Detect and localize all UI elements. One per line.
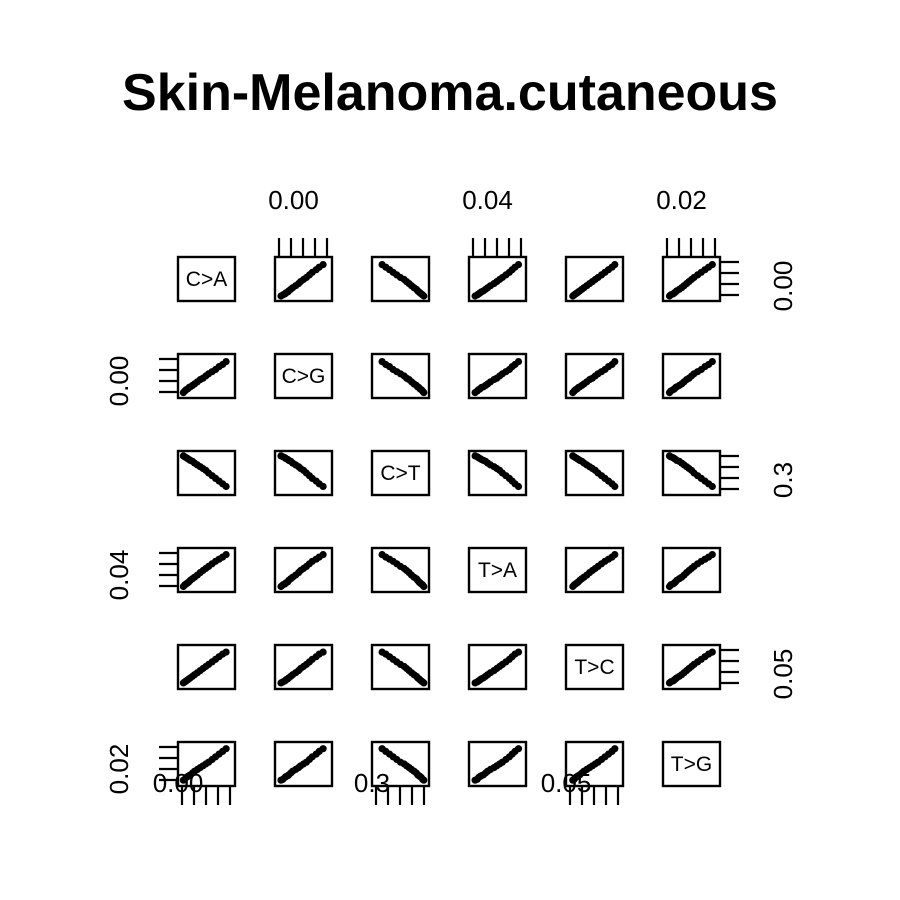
tick-label-left: 0.04 xyxy=(104,550,134,601)
tick-label-bottom: 0.00 xyxy=(153,768,204,798)
panel-T>G-vs-C>G xyxy=(273,740,334,788)
data-point xyxy=(611,261,619,269)
data-point xyxy=(319,551,327,559)
tick-label-top: 0.04 xyxy=(462,185,513,215)
panel-frame xyxy=(273,352,334,400)
data-point xyxy=(319,648,327,656)
panel-C>T-vs-C>A xyxy=(176,449,237,497)
data-point xyxy=(222,745,230,753)
panel-C>T-vs-C>G xyxy=(273,449,334,497)
data-point xyxy=(611,358,619,366)
data-point xyxy=(514,261,523,269)
tick-label-right: 0.00 xyxy=(768,261,798,312)
variable-label: T>G xyxy=(671,753,712,776)
data-point xyxy=(222,551,230,559)
panel-C>A-vs-T>A xyxy=(467,255,528,303)
panel-C>G-vs-C>T xyxy=(370,352,431,400)
panel-C>T-vs-T>G xyxy=(661,449,722,497)
data-point xyxy=(708,358,716,366)
data-point xyxy=(611,745,619,753)
panel-T>C-vs-T>A xyxy=(467,643,528,691)
panel-T>A-vs-T>G xyxy=(661,546,722,594)
panel-C>A-vs-C>G xyxy=(273,255,334,303)
data-point xyxy=(378,358,386,366)
panel-C>G-vs-C>A xyxy=(176,352,237,400)
data-point xyxy=(708,648,716,656)
tick-label-right: 0.3 xyxy=(768,462,798,498)
panel-C>T-vs-T>C xyxy=(564,449,625,497)
panel-T>A-vs-T>C xyxy=(564,546,625,594)
panel-T>C-vs-C>T xyxy=(370,643,431,691)
panel-C>T-vs-C>T: C>T xyxy=(370,449,431,497)
panel-T>G-vs-C>T xyxy=(370,740,431,788)
data-point xyxy=(514,648,523,656)
panel-T>A-vs-C>G xyxy=(273,546,334,594)
panel-T>A-vs-C>T xyxy=(370,546,431,594)
panel-T>C-vs-C>G xyxy=(273,643,334,691)
panel-T>G-vs-T>G: T>G xyxy=(661,740,722,788)
data-point xyxy=(319,482,327,491)
tick-label-top: 0.00 xyxy=(268,185,319,215)
panel-frame xyxy=(661,740,722,788)
chart-title: Skin-Melanoma.cutaneous xyxy=(122,64,778,122)
panel-grid: C>A C>G C>T T>A T>C T>G 0.00 0.04 0.02 0.00 0.3 0.0… xyxy=(104,185,798,805)
panel-T>G-vs-T>C xyxy=(564,740,625,788)
tick-label-top: 0.02 xyxy=(656,185,707,215)
panel-T>G-vs-T>A xyxy=(467,740,528,788)
data-point xyxy=(222,482,230,491)
panel-C>G-vs-T>C xyxy=(564,352,625,400)
tick-label-left: 0.00 xyxy=(104,356,134,407)
data-point xyxy=(378,648,386,656)
panel-T>C-vs-T>C: T>C xyxy=(564,643,625,691)
panel-frame xyxy=(176,255,237,303)
panel-C>A-vs-C>A: C>A xyxy=(176,255,237,303)
tick-label-bottom: 0.3 xyxy=(354,768,390,798)
data-point xyxy=(378,261,386,269)
panel-T>C-vs-T>G xyxy=(661,643,722,691)
panel-frame xyxy=(564,643,625,691)
panel-C>G-vs-T>A xyxy=(467,352,528,400)
data-point xyxy=(611,482,619,491)
data-point xyxy=(222,358,230,366)
data-point xyxy=(514,482,523,491)
data-point xyxy=(378,551,386,559)
data-point xyxy=(708,482,716,491)
panel-T>C-vs-C>A xyxy=(176,643,237,691)
panel-T>A-vs-T>A: T>A xyxy=(467,546,528,594)
tick-label-right: 0.05 xyxy=(768,649,798,700)
data-point xyxy=(222,648,230,656)
panel-C>G-vs-T>G xyxy=(661,352,722,400)
panel-C>A-vs-T>C xyxy=(564,255,625,303)
tick-label-bottom: 0.05 xyxy=(541,768,592,798)
panel-frame xyxy=(370,449,431,497)
panel-C>A-vs-C>T xyxy=(370,255,431,303)
data-point xyxy=(319,261,327,269)
variable-label: T>A xyxy=(478,559,517,582)
data-point xyxy=(708,261,716,269)
variable-label: C>T xyxy=(380,462,420,485)
panel-C>T-vs-T>A xyxy=(467,449,528,497)
data-point xyxy=(319,745,327,753)
data-point xyxy=(514,358,523,366)
panel-C>G-vs-C>G: C>G xyxy=(273,352,334,400)
variable-label: C>A xyxy=(186,268,227,291)
panel-C>A-vs-T>G xyxy=(661,255,722,303)
data-point xyxy=(378,745,386,753)
tick-label-left: 0.02 xyxy=(104,744,134,795)
data-point xyxy=(708,551,716,559)
panel-T>A-vs-C>A xyxy=(176,546,237,594)
data-point xyxy=(514,745,523,753)
variable-label: C>G xyxy=(282,365,326,388)
data-point xyxy=(611,551,619,559)
panel-frame xyxy=(467,546,528,594)
variable-label: T>C xyxy=(574,656,614,679)
